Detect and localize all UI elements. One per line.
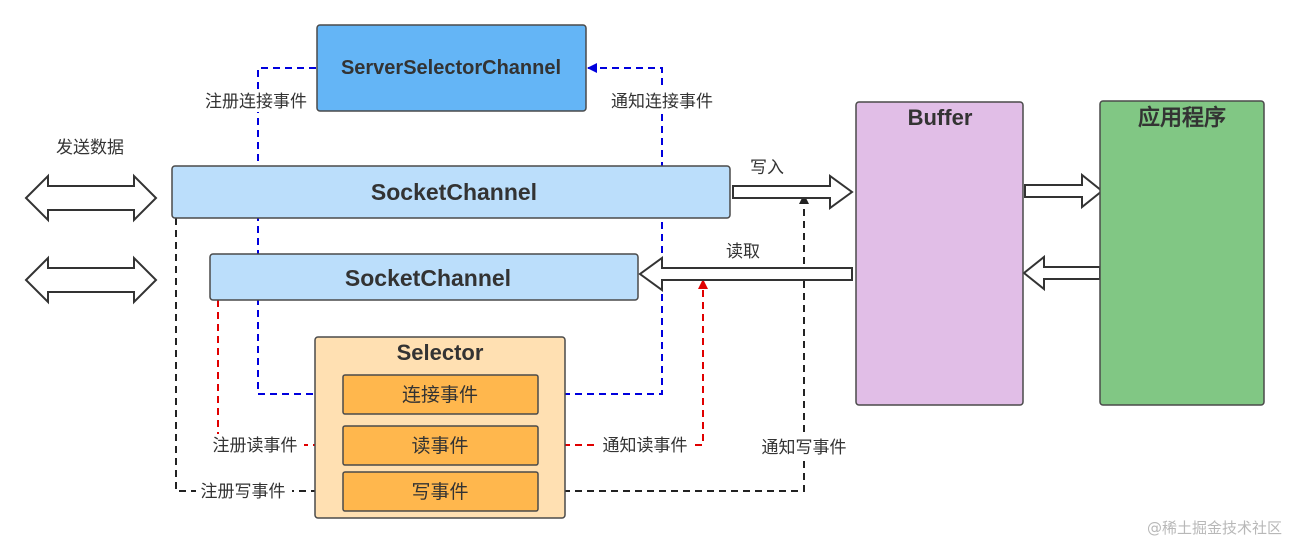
notify-read-label: 通知读事件 (603, 436, 688, 456)
notify-connect-label: 通知连接事件 (611, 92, 713, 112)
buffer-label: Buffer (908, 105, 973, 130)
edge-register-write (175, 218, 341, 496)
write-event-box: 写事件 (342, 471, 539, 512)
edge-notify-write (539, 194, 809, 492)
register-connect-label: 注册连接事件 (205, 92, 307, 112)
socket-channel-1-box: SocketChannel (171, 165, 731, 219)
write-event-label: 写事件 (411, 481, 468, 503)
edge-notify-read (539, 279, 708, 446)
register-read-label: 注册读事件 (213, 436, 298, 456)
socket-channel-2-label: SocketChannel (345, 265, 511, 291)
connect-event-label: 连接事件 (402, 384, 478, 406)
app-to-buffer-arrow (1022, 254, 1101, 292)
server-selector-channel-label: ServerSelectorChannel (341, 57, 561, 79)
buffer-box: Buffer (855, 101, 1024, 406)
application-label: 应用程序 (1138, 105, 1226, 130)
socket-channel-2-box: SocketChannel (209, 253, 639, 301)
connect-event-box: 连接事件 (342, 374, 539, 415)
selector-title: Selector (397, 340, 484, 365)
write-into-buffer-arrow (732, 174, 854, 210)
register-write-label: 注册写事件 (201, 482, 286, 502)
read-event-box: 读事件 (342, 425, 539, 466)
edge-register-connect (257, 67, 341, 399)
read-out-label: 读取 (726, 242, 760, 262)
edge-notify-connect (539, 63, 663, 395)
application-box: 应用程序 (1099, 100, 1265, 406)
server-selector-channel-box: ServerSelectorChannel (316, 24, 587, 112)
buffer-to-app-arrow (1024, 172, 1104, 210)
read-from-buffer-arrow (638, 256, 853, 292)
send-data-double-arrow-2 (24, 255, 158, 305)
write-in-label: 写入 (750, 158, 784, 178)
send-data-double-arrow-1 (24, 173, 158, 223)
send-data-label: 发送数据 (56, 138, 124, 158)
socket-channel-1-label: SocketChannel (371, 179, 537, 205)
read-event-label: 读事件 (411, 435, 468, 457)
notify-write-label: 通知写事件 (762, 438, 847, 458)
watermark: @稀土掘金技术社区 (1147, 519, 1282, 537)
